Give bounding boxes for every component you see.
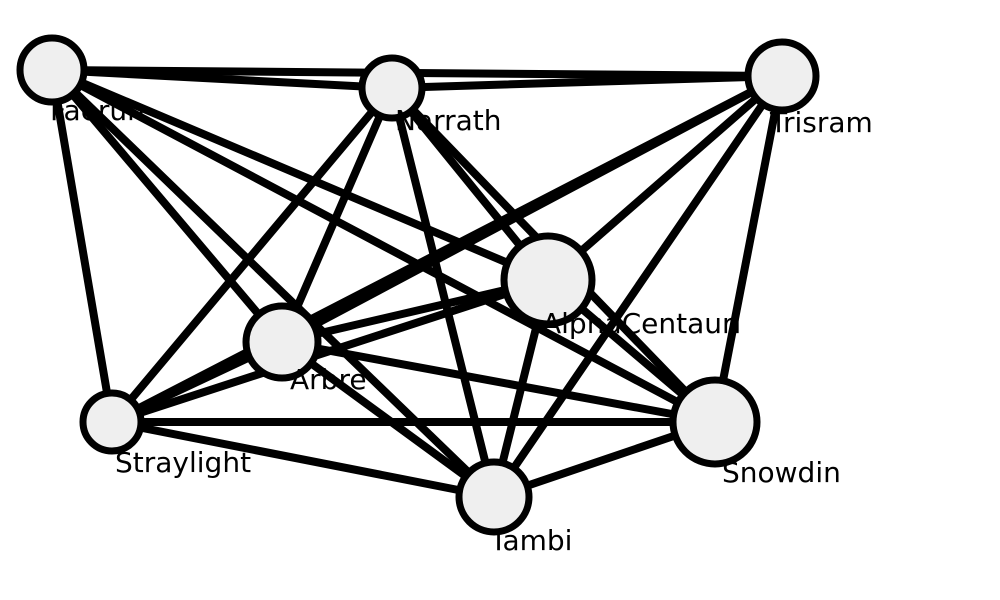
edge-arbre-snowdin [278, 338, 719, 426]
node-straylight[interactable] [79, 389, 145, 455]
edge-narrath-arbre [278, 84, 396, 346]
edge-trisram-tambi [490, 72, 786, 501]
node-narrath[interactable] [358, 54, 426, 122]
node-label-faerun: Faerun [50, 94, 145, 127]
node-label-tambi: Tambi [489, 524, 572, 557]
node-label-alphacentauri: AlphaCentauri [542, 307, 741, 340]
edge-narrath-straylight [108, 84, 396, 426]
node-tambi[interactable] [455, 458, 533, 536]
edge-trisram-alphacentauri [544, 72, 786, 284]
edge-faerun-straylight [48, 66, 116, 426]
node-alphacentauri[interactable] [500, 232, 596, 328]
edge-trisram-snowdin [711, 72, 786, 426]
node-label-snowdin: Snowdin [722, 456, 841, 489]
edge-faerun-snowdin [48, 66, 719, 426]
node-label-narrath: Narrath [395, 104, 502, 137]
label-layer: Faerun Narrath TrisramAlphaCentauriArbreSt… [50, 94, 873, 557]
node-faerun[interactable] [16, 34, 88, 106]
edge-straylight-tambi [108, 418, 498, 501]
node-arbre[interactable] [242, 302, 322, 382]
edge-narrath-tambi [388, 84, 498, 501]
node-label-arbre: Arbre [290, 363, 367, 396]
node-label-trisram: Trisram [769, 106, 873, 139]
edge-trisram-straylight [108, 72, 786, 426]
edge-narrath-trisram [388, 72, 786, 92]
node-snowdin[interactable] [669, 376, 761, 468]
node-layer [16, 34, 820, 536]
node-label-straylight: Straylight [115, 446, 251, 479]
edge-faerun-arbre [48, 66, 286, 346]
node-trisram[interactable] [744, 38, 820, 114]
